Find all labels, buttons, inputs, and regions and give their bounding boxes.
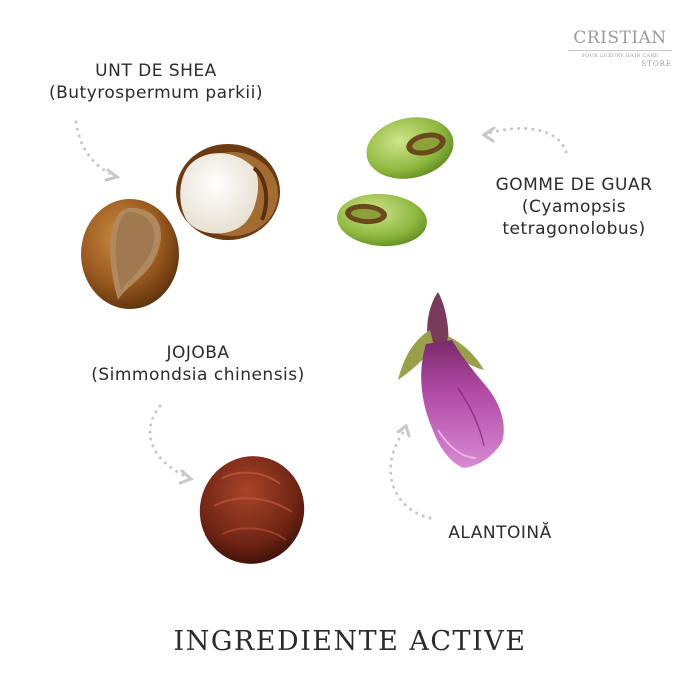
label-shea: UNT DE SHEA (Butyrospermum parkii) — [28, 60, 284, 104]
brand-tagline: YOUR LUXURY HAIR CARE — [568, 50, 672, 59]
brand-name: CRISTIAN — [573, 28, 667, 48]
arrow-alantoina — [389, 426, 432, 520]
ingredient-latin-line1: (Cyamopsis — [521, 197, 627, 217]
brand-sub: STORE — [641, 60, 672, 68]
ingredient-name: GOMME DE GUAR — [495, 175, 653, 195]
label-guar: GOMME DE GUAR (Cyamopsis tetragonolobus) — [464, 174, 684, 240]
ingredient-name: UNT DE SHEA — [95, 61, 217, 81]
jojoba-nut — [199, 456, 305, 564]
brand-logo: CRISTIAN YOUR LUXURY HAIR CARE STORE — [568, 28, 672, 68]
arrow-shea — [74, 120, 118, 178]
guar-bean-bottom — [337, 193, 427, 247]
flower-alantoina — [398, 292, 504, 468]
page-title: INGREDIENTE ACTIVE — [173, 626, 527, 657]
ingredient-name: ALANTOINĂ — [448, 523, 552, 543]
label-jojoba: JOJOBA (Simmondsia chinensis) — [80, 342, 316, 386]
ingredient-latin-line2: tetragonolobus) — [502, 219, 646, 239]
arrow-jojoba — [148, 404, 192, 480]
ingredient-name: JOJOBA — [166, 343, 230, 363]
arrow-guar — [484, 126, 568, 154]
shea-nut-whole — [81, 199, 179, 309]
ingredient-latin: (Butyrospermum parkii) — [48, 83, 264, 103]
label-alantoina: ALANTOINĂ — [430, 522, 570, 544]
shea-nut-cracked — [176, 144, 280, 240]
ingredient-latin: (Simmondsia chinensis) — [91, 365, 305, 385]
guar-bean-top — [366, 117, 454, 179]
